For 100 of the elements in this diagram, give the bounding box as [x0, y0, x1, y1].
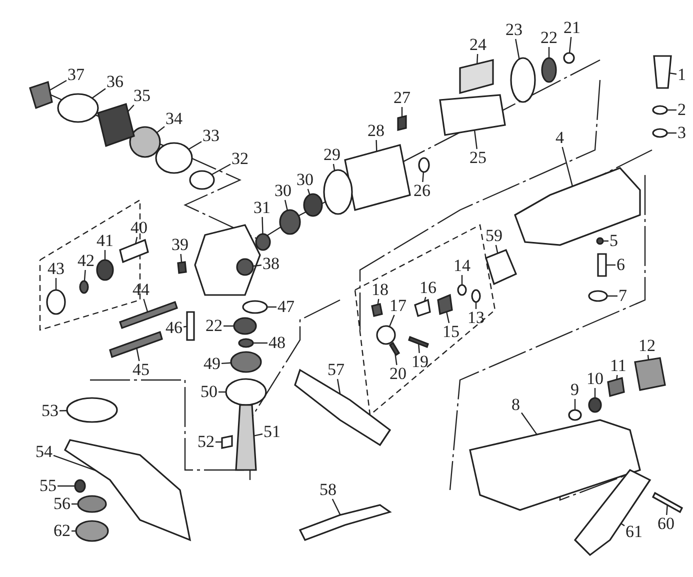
leader-line — [461, 275, 463, 285]
leader-line — [424, 296, 426, 302]
leader-line — [183, 326, 188, 328]
callout-number: 30 — [274, 183, 292, 199]
callout-number: 19 — [412, 354, 428, 370]
rotor-blade — [459, 58, 494, 94]
leader-line — [58, 485, 75, 487]
callout-number: 43 — [48, 261, 64, 277]
callout-number: 20 — [390, 366, 406, 382]
o-ring — [652, 105, 668, 115]
leader-line — [180, 254, 182, 263]
o-ring — [189, 170, 215, 190]
callout-number: 35 — [134, 88, 150, 104]
end-plate — [510, 57, 536, 103]
callout-number: 6 — [616, 257, 625, 273]
callout-number: 16 — [420, 280, 436, 296]
callout-number: 57 — [328, 362, 344, 378]
washer — [238, 338, 254, 348]
leader-line — [418, 344, 420, 354]
leader-line — [218, 391, 226, 393]
screen — [97, 102, 135, 148]
callout-number: 24 — [470, 37, 486, 53]
bearing — [279, 209, 301, 235]
leader-line — [307, 188, 310, 195]
callout-number: 47 — [278, 299, 294, 315]
leader-line — [394, 353, 398, 366]
leader-line — [336, 378, 341, 394]
callout-number: 55 — [40, 478, 56, 494]
leader-line — [594, 388, 596, 398]
key — [221, 435, 233, 449]
leader-line — [284, 200, 288, 211]
leader-line — [136, 348, 140, 362]
callout-number: 56 — [54, 496, 70, 512]
leader-line — [156, 126, 165, 134]
leader-line — [474, 130, 478, 150]
leader-line — [84, 270, 86, 282]
leader-line — [521, 412, 538, 435]
flange-nut — [75, 520, 109, 542]
bevel-gear — [230, 351, 262, 373]
callout-number: 62 — [54, 523, 70, 539]
leader-line — [253, 342, 268, 344]
leader-line — [422, 172, 424, 182]
leader-line — [224, 325, 234, 327]
port — [236, 258, 254, 276]
leader-line — [446, 312, 450, 324]
spring — [437, 294, 453, 316]
screw — [74, 479, 86, 493]
leader-line — [388, 314, 395, 327]
callout-number: 21 — [564, 20, 580, 36]
callout-number: 44 — [132, 282, 150, 298]
leader-line — [475, 302, 477, 309]
cylinder — [344, 144, 411, 211]
leader-line — [188, 141, 202, 150]
leader-line — [376, 140, 378, 152]
ball — [596, 237, 604, 245]
leader-line — [59, 410, 68, 412]
leader-line — [49, 80, 67, 91]
washer — [563, 52, 575, 64]
callout-number: 4 — [556, 130, 564, 146]
leader-line — [607, 295, 618, 297]
leader-line — [254, 433, 263, 436]
leader-line — [620, 523, 625, 526]
leader-line — [55, 278, 57, 290]
rotor — [439, 94, 506, 136]
callout-number: 7 — [618, 288, 627, 304]
callout-number: 53 — [42, 403, 58, 419]
callout-number: 12 — [638, 338, 656, 354]
callout-number: 32 — [232, 151, 248, 167]
callout-number: 28 — [368, 123, 384, 139]
callout-number: 27 — [394, 90, 410, 106]
callout-number: 14 — [454, 258, 470, 274]
spring — [607, 376, 625, 398]
callout-number: 10 — [586, 371, 604, 387]
leader-line — [252, 264, 262, 267]
gasket — [485, 248, 518, 286]
inlet-bushing — [634, 357, 666, 391]
leader-line — [669, 72, 677, 75]
spindle — [235, 404, 257, 471]
leader-line — [104, 250, 106, 260]
pin — [597, 253, 607, 277]
screw — [177, 261, 187, 274]
callout-number: 33 — [202, 128, 220, 144]
callout-number: 25 — [470, 150, 486, 166]
bearing — [233, 317, 257, 335]
leader-line — [401, 107, 403, 117]
o-ring — [46, 289, 66, 315]
sleeve — [414, 298, 431, 318]
leader-line — [495, 244, 498, 254]
callout-number: 18 — [372, 282, 388, 298]
leader-line — [216, 441, 222, 443]
leader-line — [221, 362, 232, 364]
callout-number: 15 — [442, 324, 460, 340]
pin — [408, 336, 429, 348]
callout-number: 58 — [320, 482, 336, 498]
callout-number: 30 — [296, 172, 314, 188]
pin — [388, 342, 400, 356]
callout-number: 26 — [414, 183, 430, 199]
callout-number: 8 — [512, 397, 520, 413]
pin — [397, 114, 407, 132]
leader-line — [603, 240, 608, 242]
